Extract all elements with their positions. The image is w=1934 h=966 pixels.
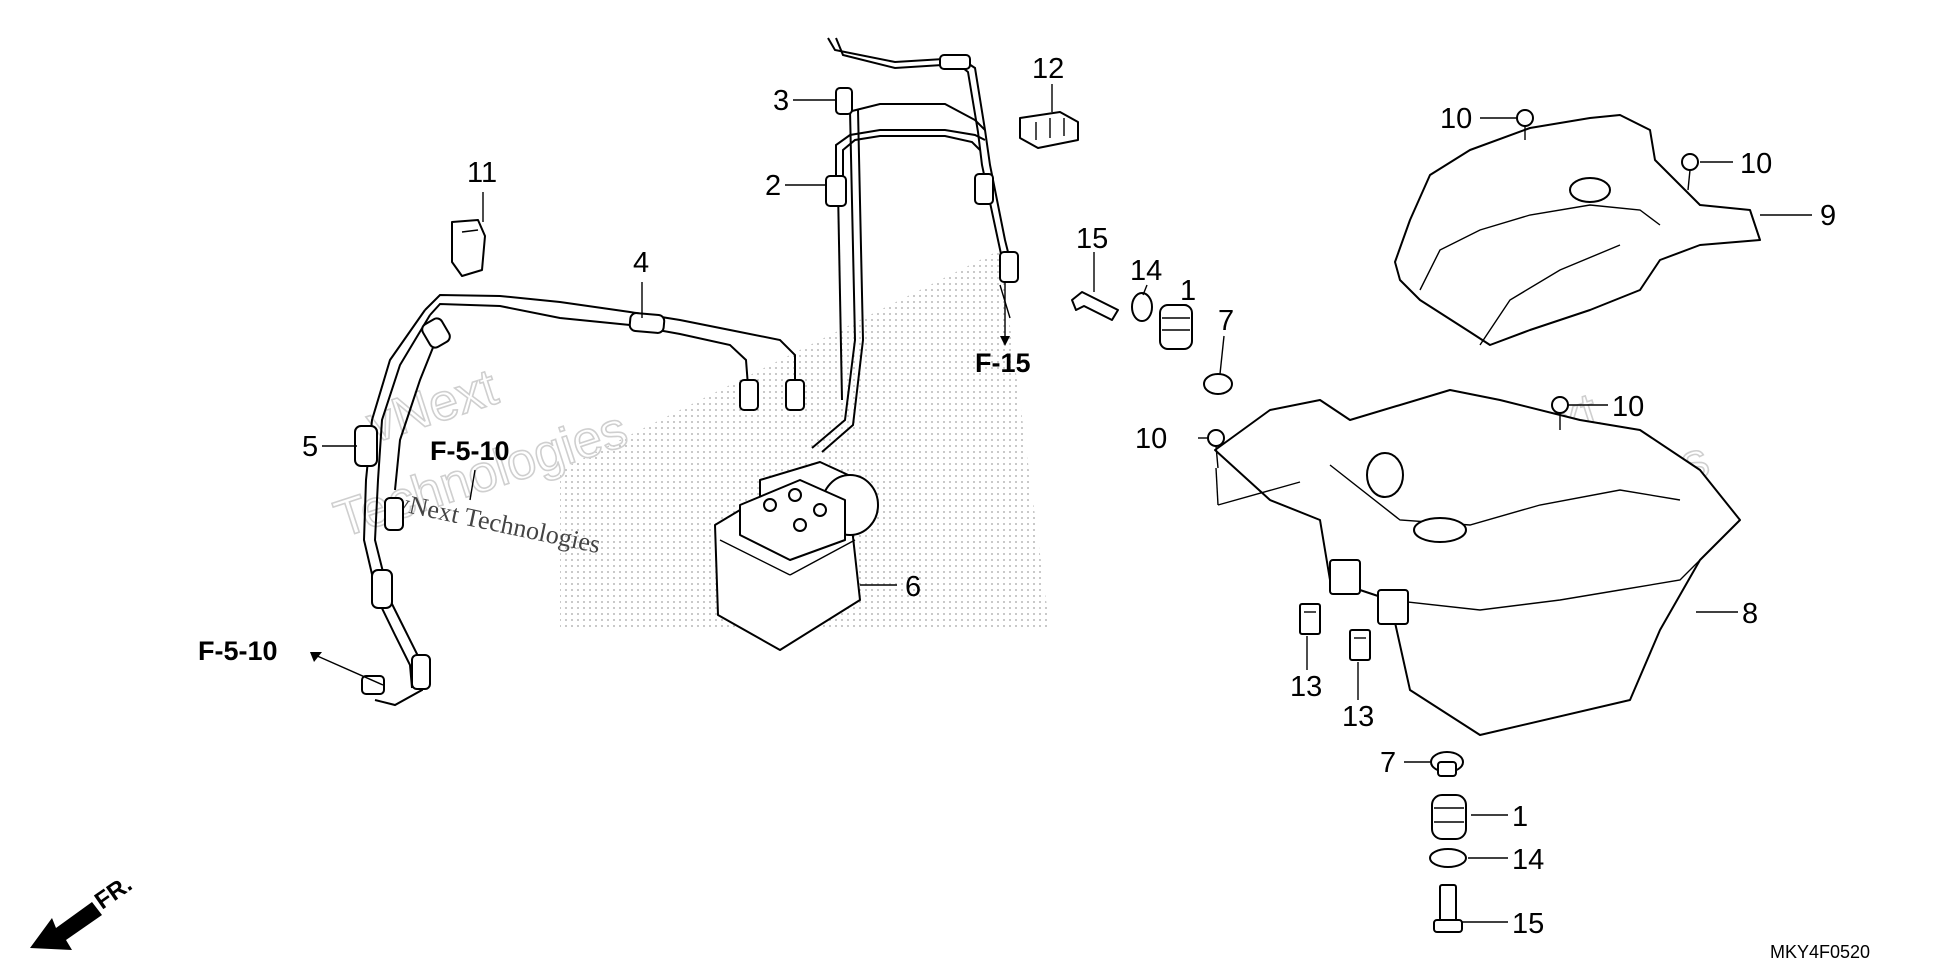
front-marker-label: FR. (90, 871, 137, 915)
part-9-upper-cover (1394, 114, 1761, 346)
callout-3: 3 (773, 85, 789, 117)
lower-fastener-stack (1429, 751, 1467, 933)
callout-7-upper: 7 (1218, 305, 1234, 337)
callout-13-right: 13 (1342, 701, 1374, 733)
part-12-clip (1019, 111, 1079, 149)
callout-14-upper: 14 (1130, 255, 1162, 287)
callout-10-left: 10 (1135, 423, 1167, 455)
ref-f15: F-15 (975, 348, 1031, 378)
ref-f15-arrowhead (1000, 336, 1010, 346)
dotted-shading (560, 250, 1050, 630)
callout-9: 9 (1820, 200, 1836, 232)
callout-5: 5 (302, 431, 318, 463)
callout-10-top-right: 10 (1740, 148, 1772, 180)
brake-pipe-assembly (811, 37, 1019, 453)
ref-f5-10-lower-arrowhead (310, 652, 322, 662)
part-8-lower-tray (1214, 389, 1741, 736)
callout-4: 4 (633, 247, 649, 279)
diagram-code: MKY4F0520 (1770, 942, 1870, 962)
leader-lines (314, 84, 1812, 923)
part-13-clip-b (1349, 629, 1371, 661)
part-10-clips (1207, 109, 1699, 469)
callout-12: 12 (1032, 53, 1064, 85)
callout-10-top-left: 10 (1440, 103, 1472, 135)
callout-13-left: 13 (1290, 671, 1322, 703)
callout-15-lower: 15 (1512, 908, 1544, 940)
callout-numbers: 3 2 11 4 5 6 12 15 14 1 7 10 10 9 10 10 … (302, 53, 1836, 940)
front-direction-arrow-icon (30, 902, 102, 950)
part-13-clip-a (1299, 603, 1321, 635)
callout-14-lower: 14 (1512, 844, 1544, 876)
callout-10-right: 10 (1612, 391, 1644, 423)
part-11-holder (451, 219, 486, 277)
callout-1-upper: 1 (1180, 275, 1196, 307)
callout-6: 6 (905, 571, 921, 603)
callout-8: 8 (1742, 598, 1758, 630)
ref-f5-10-upper: F-5-10 (430, 436, 510, 466)
upper-fastener-stack (1071, 291, 1233, 395)
callout-1-lower: 1 (1512, 801, 1528, 833)
callout-15-upper: 15 (1076, 223, 1108, 255)
callout-2: 2 (765, 170, 781, 202)
callout-7-lower: 7 (1380, 747, 1396, 779)
callout-11: 11 (467, 157, 497, 189)
part-6-abs-modulator (714, 461, 879, 651)
brake-hose-assembly (354, 293, 805, 707)
ref-f5-10-lower: F-5-10 (198, 636, 278, 666)
ref-f5-10-upper-arrow (469, 469, 476, 501)
